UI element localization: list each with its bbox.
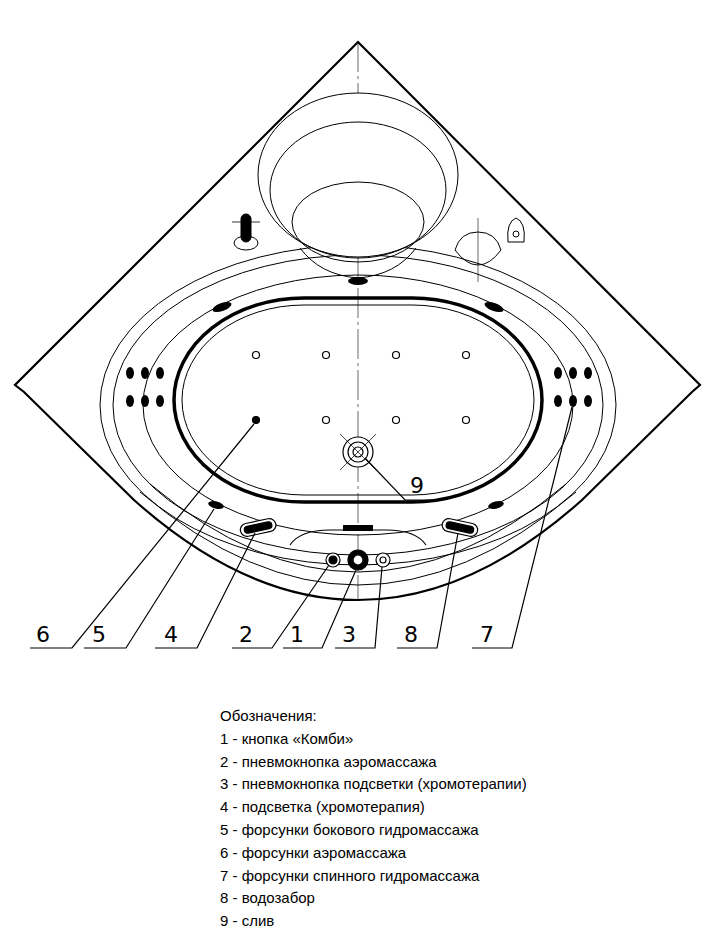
legend-line: 3 - пневмокнопка подсветки (хромотерапии… <box>220 775 527 793</box>
intake <box>445 521 474 534</box>
jets <box>126 277 592 531</box>
handle <box>513 231 519 237</box>
callout-number: 1 <box>290 622 304 648</box>
jet-slot <box>348 277 368 285</box>
headrest-bowl <box>292 182 424 262</box>
jet-slot <box>483 300 505 314</box>
jet-slot <box>487 500 504 511</box>
callout-number: 9 <box>410 473 424 499</box>
legend-line: Обозначения: <box>220 707 317 725</box>
air-jet <box>323 417 330 424</box>
callout-number: 5 <box>92 622 106 648</box>
callout-number: 8 <box>404 622 418 648</box>
light <box>239 517 277 537</box>
leader-line <box>155 533 255 648</box>
air-jet <box>393 417 400 424</box>
air-jet <box>393 352 400 359</box>
air-jet <box>463 352 470 359</box>
leader-line <box>472 407 572 648</box>
air-button <box>329 556 337 564</box>
callout-number: 2 <box>239 622 253 648</box>
air-button <box>326 553 340 567</box>
callout-number: 6 <box>36 622 50 648</box>
leader-line <box>335 567 382 648</box>
air-jet <box>253 417 260 424</box>
legend-line: 1 - кнопка «Комби» <box>220 730 353 748</box>
tub-shell <box>15 42 700 600</box>
callout-number: 4 <box>164 622 178 648</box>
basin-inner <box>182 305 534 495</box>
callout-number: 3 <box>342 622 356 648</box>
air-jets <box>239 352 479 571</box>
combi-button <box>348 550 368 570</box>
headrest-neck <box>300 248 416 278</box>
air-jet <box>253 352 260 359</box>
legend-line: 8 - водозабор <box>220 889 315 907</box>
side-jet <box>141 395 149 407</box>
knob <box>232 222 260 223</box>
rim-edge <box>140 492 576 585</box>
legend-line: 5 - форсунки бокового гидромассажа <box>220 821 479 839</box>
back-jet <box>554 395 562 407</box>
legend-line: 4 - подсветка (хромотерапия) <box>220 798 425 816</box>
legend-line: 9 - слив <box>220 912 274 930</box>
leader-line <box>30 424 254 648</box>
back-jet <box>584 395 592 407</box>
knob <box>241 214 251 242</box>
leader-line <box>84 509 214 648</box>
side-jet <box>156 367 164 379</box>
back-jet <box>584 367 592 379</box>
basin <box>174 298 542 502</box>
handle <box>508 218 525 242</box>
bathtub-outline <box>15 42 700 600</box>
side-jet <box>156 395 164 407</box>
rim-oval <box>100 245 616 565</box>
light <box>244 521 273 534</box>
headrest-bowl <box>258 93 458 257</box>
rim-edge <box>150 484 566 572</box>
light-button <box>376 553 390 567</box>
leader-line <box>232 565 329 648</box>
leader-lines <box>30 407 572 648</box>
air-jet <box>463 417 470 424</box>
legend-line: 6 - форсунки аэромассажа <box>220 844 406 862</box>
jet-slot <box>211 300 233 314</box>
spout <box>478 218 479 282</box>
back-jet <box>554 367 562 379</box>
back-jet <box>569 395 577 407</box>
leader-line <box>397 533 458 648</box>
rim-oval <box>143 275 573 535</box>
leader-line <box>365 458 440 500</box>
combi-button <box>353 555 363 565</box>
light-button <box>380 557 386 563</box>
rim-oval <box>113 255 603 555</box>
callout-number: 7 <box>480 622 494 648</box>
side-jet <box>126 367 134 379</box>
side-jet <box>126 395 134 407</box>
control-panel <box>290 530 426 545</box>
leader-line <box>283 570 356 648</box>
legend-line: 7 - форсунки спинного гидромассажа <box>220 867 479 885</box>
intake <box>441 517 479 537</box>
side-jet <box>141 367 149 379</box>
legend-line: 2 - пневмокнопка аэромассажа <box>220 753 437 771</box>
jet-slot <box>207 500 224 511</box>
back-jet <box>569 367 577 379</box>
air-jet <box>323 352 330 359</box>
